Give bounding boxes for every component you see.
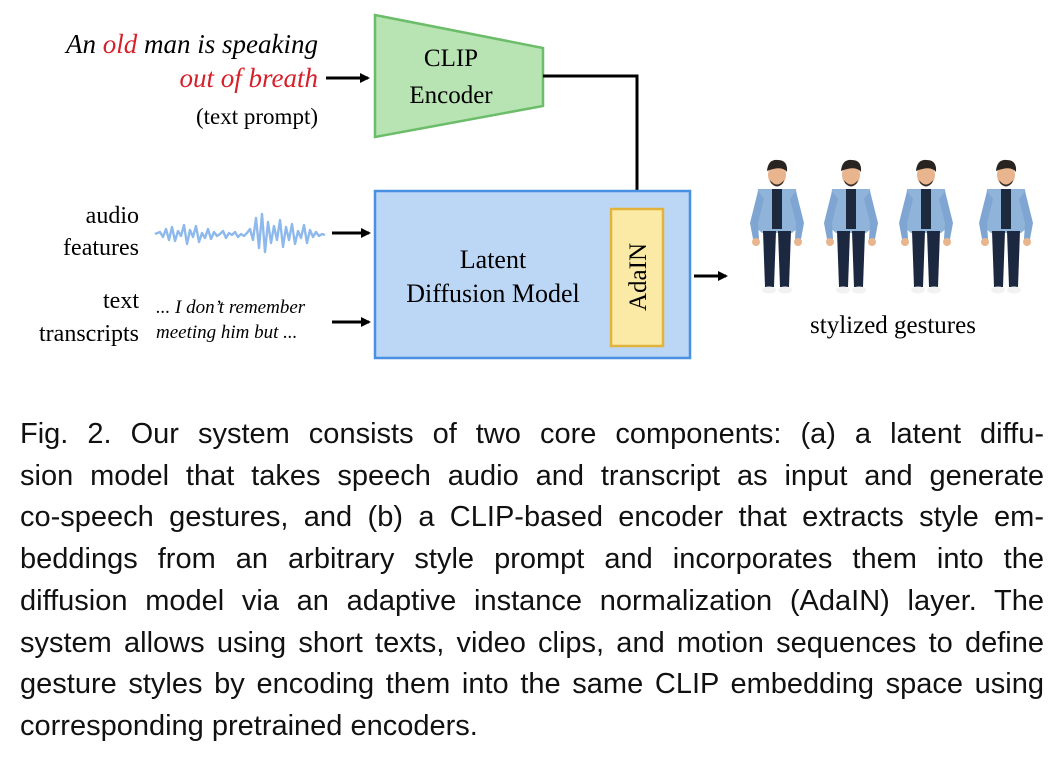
caption-line-7: gesture styles by encoding them into the… xyxy=(20,668,1044,701)
gesture-figure-3 xyxy=(899,159,953,294)
audio-waveform xyxy=(154,212,326,254)
output-label: stylized gestures xyxy=(810,312,976,339)
clip-encoder-line1: CLIP xyxy=(424,45,478,72)
prompt-word-old: old xyxy=(103,29,138,59)
transcript-label-line2: transcripts xyxy=(39,321,139,347)
gesture-figure-2 xyxy=(824,159,878,294)
ldm-label-line2: Diffusion Model xyxy=(406,279,580,308)
transcript-sample-line2: meeting him but ... xyxy=(156,322,297,343)
prompt-line1: An old man is speaking xyxy=(64,29,318,59)
system-diagram: An old man is speaking out of breath (te… xyxy=(39,13,1033,360)
figure-caption: Fig. 2. Our system consists of two core … xyxy=(20,414,1044,748)
gesture-figures xyxy=(750,159,1033,294)
caption-line-1: Fig. 2. Our system consists of two core … xyxy=(20,418,1044,450)
adain-block xyxy=(609,207,665,348)
prompt-rest-line1: man is speaking xyxy=(144,29,318,59)
caption-line-6: system allows using short texts, video c… xyxy=(20,626,1044,659)
transcript-label-line1: text xyxy=(103,288,139,314)
prompt-label: (text prompt) xyxy=(196,104,318,129)
caption-line-4: beddings from an arbitrary style prompt … xyxy=(20,543,1044,576)
adain-label: AdaIN xyxy=(625,243,652,311)
prompt-line2: out of breath xyxy=(180,63,319,93)
gesture-figure-4 xyxy=(979,159,1033,294)
clip-encoder-line2: Encoder xyxy=(409,82,493,109)
caption-line-5: diffusion model via an adaptive instance… xyxy=(20,584,1044,617)
caption-line-2: sion model that takes speech audio and t… xyxy=(20,459,1044,492)
gesture-figure-1 xyxy=(750,159,804,294)
clip-encoder-block xyxy=(373,13,545,139)
transcript-sample-line1: ... I don’t remember xyxy=(156,297,306,318)
caption-line-3: co-speech gestures, and (b) a CLIP-based… xyxy=(20,501,1044,534)
audio-label-line1: audio xyxy=(86,203,139,229)
arrow-clip-to-adain xyxy=(543,74,642,203)
caption-line-8: corresponding pretrained encoders. xyxy=(20,709,478,742)
audio-label-line2: features xyxy=(63,235,139,261)
prompt-word-an: An xyxy=(64,29,96,59)
ldm-label-line1: Latent xyxy=(460,245,527,274)
